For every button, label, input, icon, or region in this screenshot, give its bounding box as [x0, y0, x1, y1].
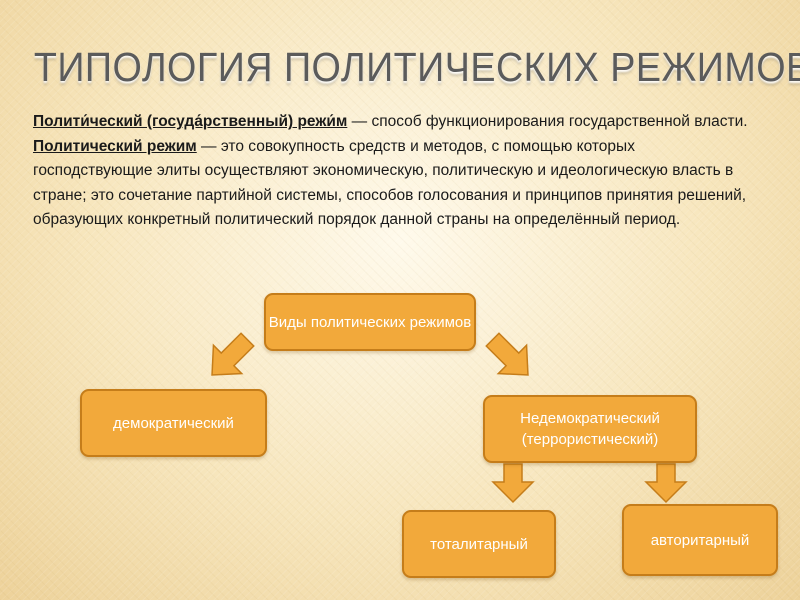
node-regime-types-label: Виды политических режимов: [268, 313, 472, 331]
definition-1: Полити́ческий (госуда́рственный) режи́м …: [33, 110, 753, 135]
arrow-to-democratic: [198, 330, 260, 386]
node-totalitarian: тоталитарный: [402, 510, 556, 578]
node-totalitarian-label: тоталитарный: [430, 535, 528, 553]
node-nondemocratic: Недемократический (террористический): [483, 395, 697, 463]
definition-2-term: Политический режим: [33, 137, 197, 155]
arrow-to-authoritarian: [643, 462, 689, 504]
definition-1-text: — способ функционирования государственно…: [347, 113, 748, 130]
slide-title: ТИПОЛОГИЯ ПОЛИТИЧЕСКИХ РЕЖИМОВ: [33, 44, 800, 90]
node-regime-types: Виды политических режимов: [264, 293, 476, 351]
definition-2-text: — это совокупность средств и методов, с …: [33, 137, 747, 229]
arrow-to-nondemocratic: [480, 330, 542, 386]
node-democratic: демократический: [80, 389, 267, 457]
node-democratic-label: демократический: [113, 414, 234, 432]
node-authoritarian: авторитарный: [622, 504, 778, 576]
definitions-text: Полити́ческий (госуда́рственный) режи́м …: [33, 110, 753, 233]
node-authoritarian-label: авторитарный: [650, 531, 750, 549]
arrow-to-totalitarian: [490, 462, 536, 504]
definition-2: Политический режим — это совокупность ср…: [33, 135, 753, 233]
definition-1-term: Полити́ческий (госуда́рственный) режи́м: [33, 113, 348, 130]
node-nondemocratic-label: Недемократический (террористический): [520, 410, 660, 448]
